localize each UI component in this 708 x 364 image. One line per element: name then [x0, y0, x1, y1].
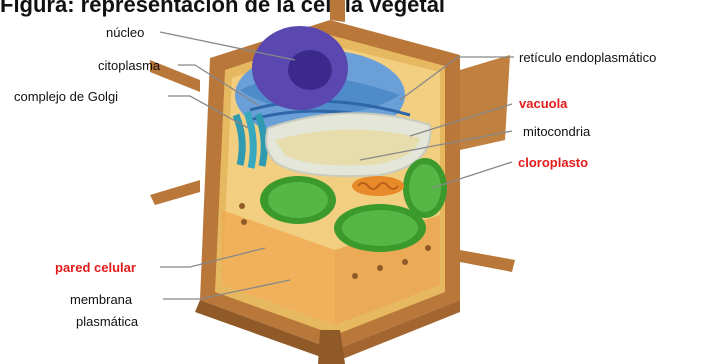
label-nucleo: núcleo [106, 25, 144, 40]
nucleus [252, 26, 348, 110]
mitochondrion [352, 176, 404, 196]
label-membrana: membrana [70, 292, 132, 307]
label-vacuola: vacuola [519, 96, 567, 111]
label-cloroplasto: cloroplasto [518, 155, 588, 170]
label-golgi: complejo de Golgi [14, 89, 118, 104]
label-reticulo: retículo endoplasmático [519, 50, 656, 65]
label-pared-celular: pared celular [55, 260, 136, 275]
vacuole [266, 113, 430, 176]
label-mitocondria: mitocondria [523, 124, 590, 139]
label-citoplasma: citoplasma [98, 58, 160, 73]
label-plasmatica: plasmática [76, 314, 138, 329]
